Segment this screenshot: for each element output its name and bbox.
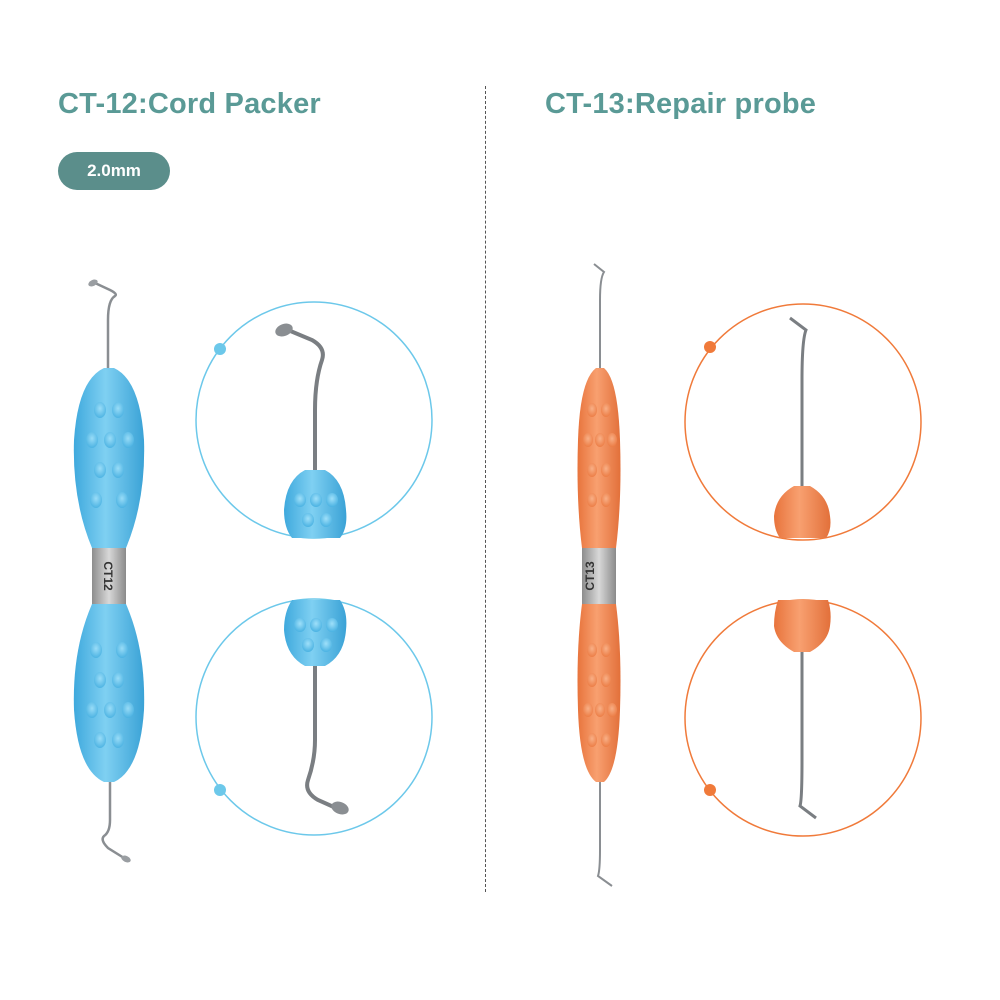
tool-label-band xyxy=(92,548,126,604)
product-title: CT-13:Repair probe xyxy=(545,88,817,120)
zoom-marker-dot xyxy=(704,341,716,353)
tool-handle-top xyxy=(577,368,621,548)
zoom-circle-top xyxy=(195,301,433,539)
zoom-circle-bottom xyxy=(195,598,433,836)
tool-band-text: CT12 xyxy=(101,561,115,591)
zoom-marker-dot xyxy=(214,784,226,796)
zoom-circle-bottom xyxy=(684,599,922,837)
zoom-marker-dot xyxy=(704,784,716,796)
tool-band-text: CT13 xyxy=(583,561,597,591)
tool-tip-top xyxy=(88,279,118,368)
cord-packer-illustration: CT12 xyxy=(73,279,433,863)
zoom-circle-top xyxy=(684,303,922,541)
handle-grip-texture xyxy=(86,402,134,748)
tool-handle-bottom xyxy=(73,604,145,782)
size-badge[interactable]: 2.0mm xyxy=(58,152,170,190)
repair-probe-illustration: CT13 xyxy=(577,263,922,887)
tool-label-band xyxy=(582,548,616,604)
tool-tip-bottom xyxy=(101,782,131,863)
zoom-marker-dot xyxy=(214,343,226,355)
tool-handle-top xyxy=(73,368,145,548)
product-panel-repair-probe: CT-13:Repair probe CT13 xyxy=(500,0,1000,1000)
tool-tip-top xyxy=(593,263,606,368)
handle-grip-texture xyxy=(583,403,617,747)
product-title: CT-12:Cord Packer xyxy=(58,88,321,120)
tool-tip-bottom xyxy=(596,782,613,887)
product-panel-cord-packer: CT-12:Cord Packer 2.0mm xyxy=(58,88,433,863)
tool-handle-bottom xyxy=(577,604,621,782)
center-divider xyxy=(485,86,486,892)
